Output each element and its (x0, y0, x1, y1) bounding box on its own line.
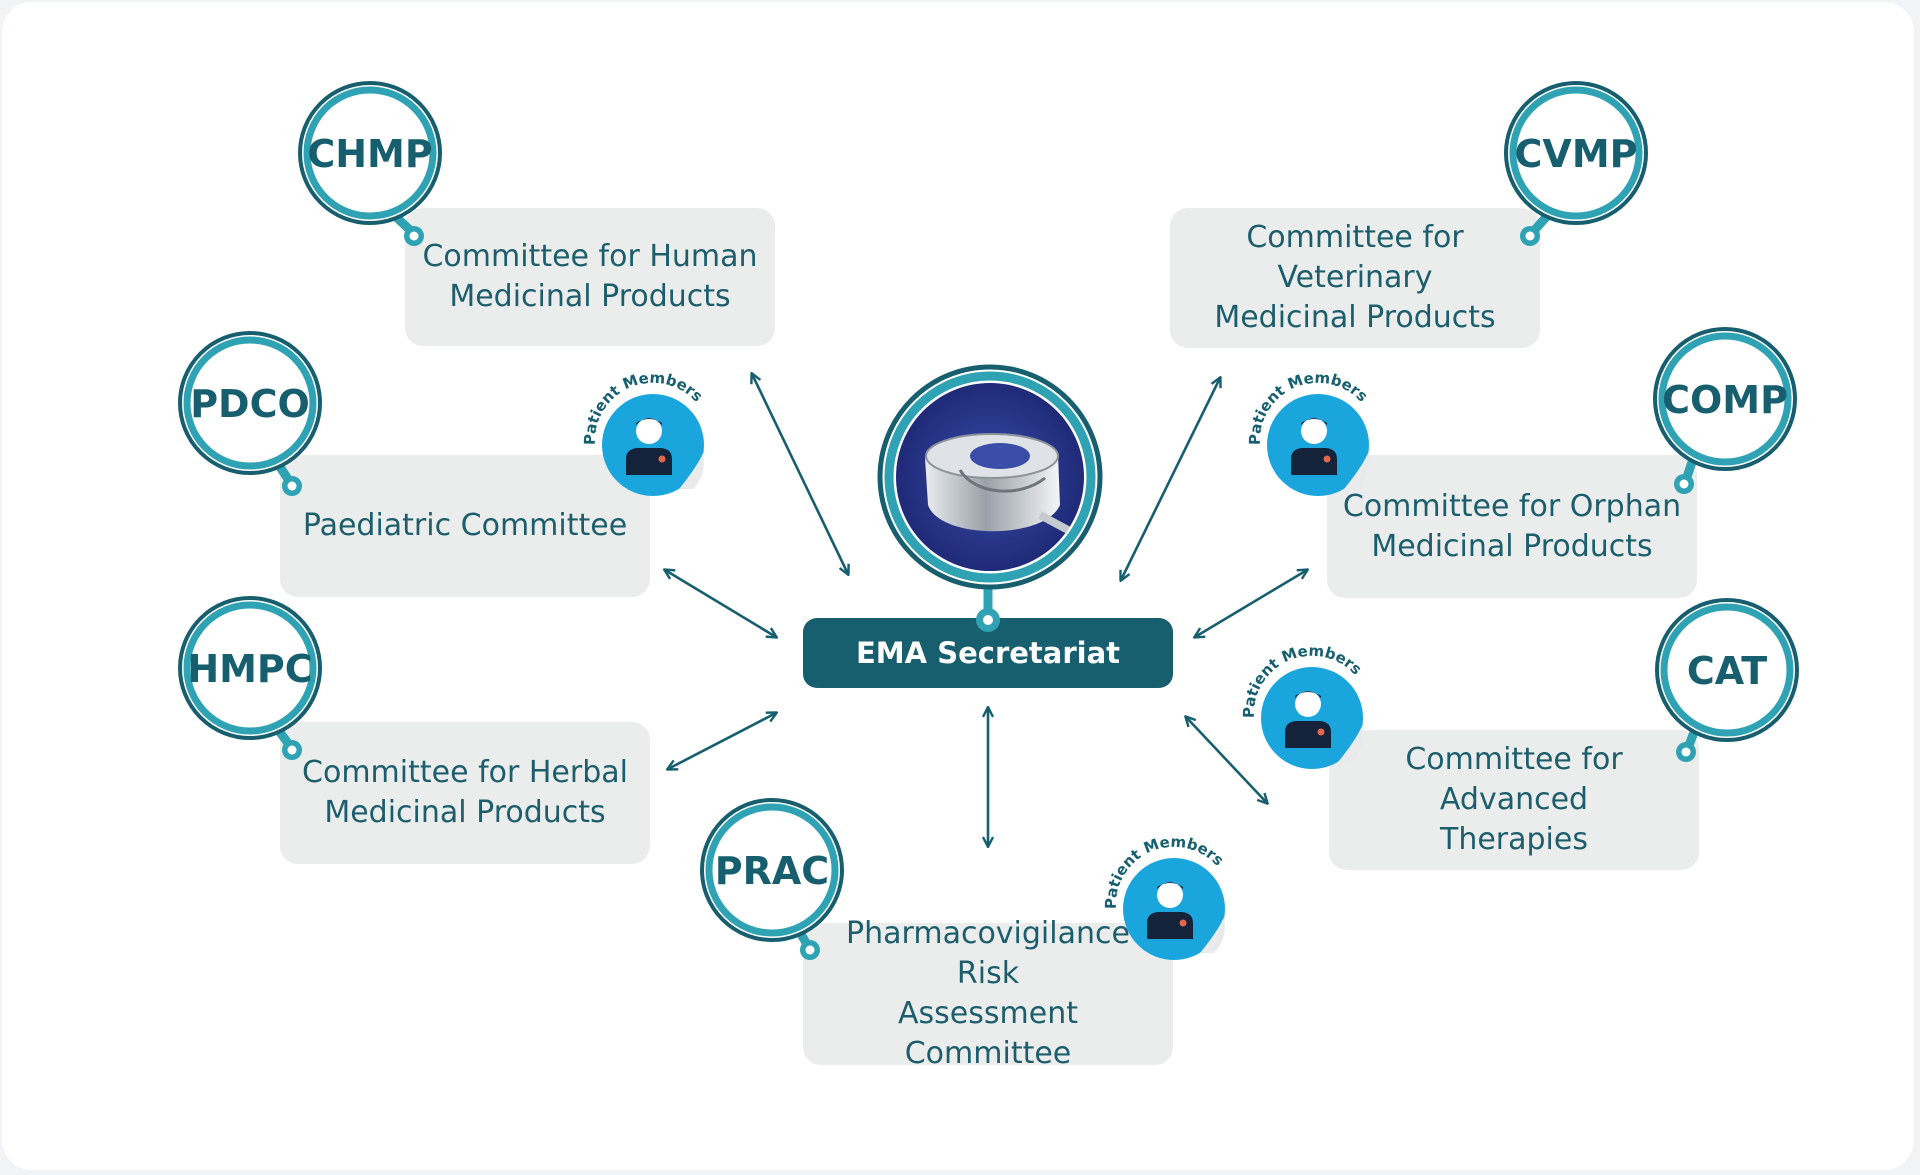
abbr-hmpc: HMPC (187, 647, 312, 691)
magnifier-pdco: PDCO (178, 331, 322, 496)
committee-name-line1: Committee for Veterinary (1246, 220, 1464, 295)
committee-box-cat: Committee for Advanced Therapies (1329, 730, 1699, 870)
arrow-comp (1195, 570, 1307, 637)
committee-box-chmp: Committee for Human Medicinal Products (405, 208, 775, 346)
patient-icon (1285, 691, 1331, 748)
committee-name-line1: Committee for Orphan (1342, 488, 1682, 524)
committee-box-cvmp: Committee for Veterinary Medicinal Produ… (1170, 208, 1540, 348)
patient-icon (626, 418, 672, 475)
abbr-comp: COMP (1662, 378, 1788, 422)
committee-name-line2: Medicinal Products (449, 279, 731, 314)
abbr-cvmp: CVMP (1515, 132, 1638, 176)
committee-box-prac: Pharmacovigilance Risk Assessment Commit… (803, 916, 1173, 1071)
committee-name-line1: Committee for Herbal (302, 755, 628, 790)
patient-members-badge-pdco: Patient Members (581, 368, 707, 496)
connector-arrows (665, 374, 1307, 846)
arrow-cat (1186, 717, 1267, 803)
committee-magnifiers: CHMP PDCO HMPC (178, 81, 1799, 960)
abbr-chmp: CHMP (307, 132, 432, 176)
patient-icon (1147, 882, 1193, 939)
committee-name-line2: Medicinal Products (324, 795, 606, 830)
arrow-cvmp (1121, 378, 1220, 580)
committee-name-line1: Paediatric Committee (302, 508, 628, 543)
ema-logo-icon (925, 433, 1070, 534)
arrow-chmp (752, 374, 848, 574)
ema-logo-magnifier (877, 364, 1103, 632)
committee-box-comp: Committee for Orphan Medicinal Products (1327, 455, 1697, 598)
abbr-pdco: PDCO (190, 382, 310, 426)
committee-name-line2: Therapies (1440, 822, 1588, 857)
magnifier-cat: CAT (1655, 598, 1799, 762)
magnifier-prac: PRAC (700, 798, 844, 960)
committee-name-line1: Committee for Human (422, 239, 758, 274)
magnifier-cvmp: CVMP (1504, 81, 1648, 246)
committee-name-line1: Pharmacovigilance Risk (846, 916, 1130, 991)
patient-members-badge-comp: Patient Members (1246, 368, 1372, 496)
magnifier-hmpc: HMPC (178, 596, 322, 760)
patient-members-badge-cat: Patient Members (1240, 641, 1366, 769)
ema-secretariat-label: EMA Secretariat (855, 636, 1121, 670)
magnifier-chmp: CHMP (298, 81, 442, 246)
patient-members-badges: Patient Members Patient Members (581, 368, 1372, 960)
committee-name-line2: Medicinal Products (1214, 300, 1496, 335)
committee-name-line2: Medicinal Products (1371, 528, 1653, 564)
abbr-prac: PRAC (715, 849, 829, 893)
committee-name-line1: Committee for Advanced (1405, 742, 1623, 817)
arrow-hmpc (668, 713, 776, 769)
magnifier-comp: COMP (1653, 327, 1797, 494)
committee-name-line2: Assessment Committee (898, 996, 1078, 1071)
committee-box-hmpc: Committee for Herbal Medicinal Products (280, 722, 650, 864)
patient-members-badge-prac: Patient Members (1102, 832, 1228, 960)
committee-box-pdco: Paediatric Committee (280, 455, 650, 597)
abbr-cat: CAT (1687, 649, 1767, 693)
arrow-pdco (665, 570, 776, 637)
patient-icon (1291, 418, 1337, 475)
